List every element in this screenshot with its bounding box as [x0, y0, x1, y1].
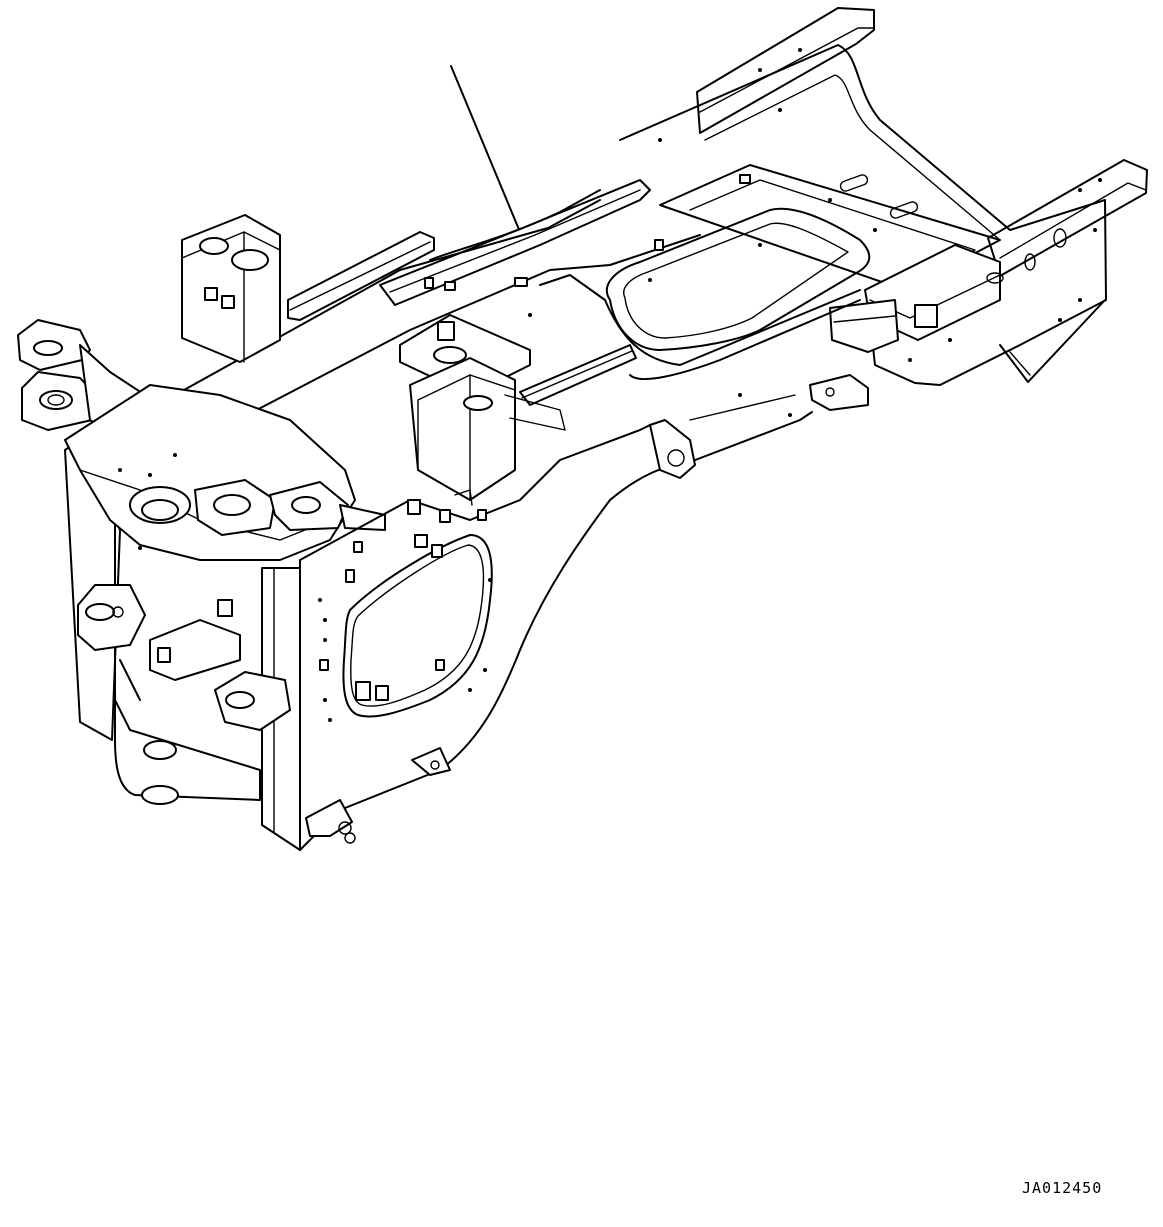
bolt-dots — [118, 48, 1102, 722]
callout-leader-line — [450, 65, 521, 233]
center-rails — [174, 174, 871, 451]
center-tower — [399, 314, 566, 501]
rear-frame — [619, 7, 1148, 411]
side-panel — [299, 411, 813, 851]
figure-code-label: JA012450 — [1022, 1179, 1103, 1197]
left-tower — [181, 214, 281, 363]
front-frame — [17, 319, 386, 851]
center-fittings — [407, 394, 796, 558]
